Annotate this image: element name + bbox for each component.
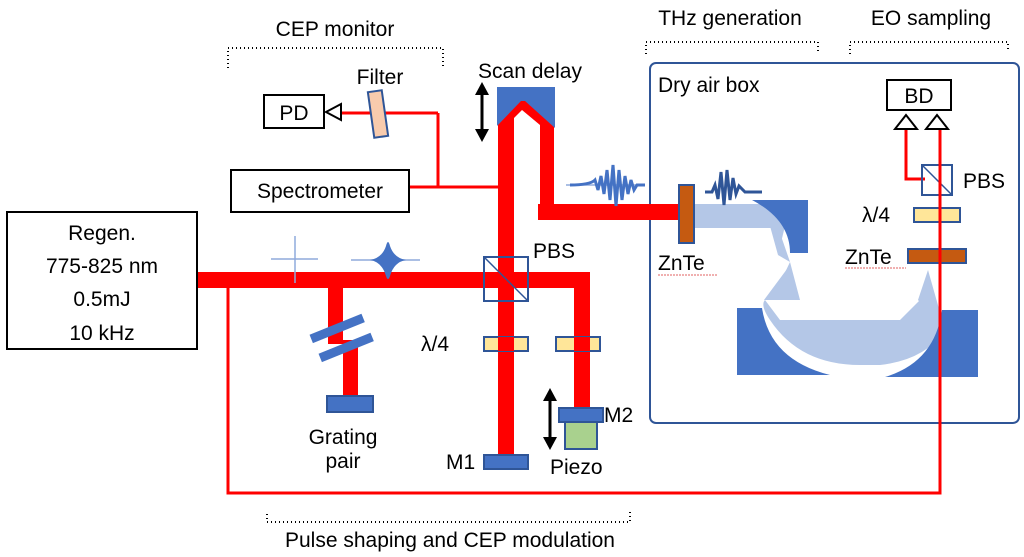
dry-air-box [649,62,1020,424]
balanced-detector-box [886,79,952,111]
m1-label: M1 [446,451,475,474]
mirror-m2 [558,407,604,423]
piezo-element [564,421,598,450]
piezo-motion-arrow-icon [543,388,557,450]
parabolic-mirror-3 [885,310,978,377]
cep-monitor-label: CEP monitor [276,18,395,41]
pbs-main [483,256,529,302]
bd-detector-1-icon [892,113,920,130]
stretched-pulse-icon [351,242,420,279]
lambda4-left-label: λ/4 [421,333,449,356]
pbs-eo [921,164,953,196]
laser-wavelength: 775-825 nm [46,255,158,278]
pd-label: PD [279,102,308,125]
grating-pair [309,313,374,363]
thz-generation-label: THz generation [658,7,802,30]
grating-end-mirror [326,395,374,413]
short-pulse-icon [566,164,645,207]
bd-detector-2-icon [923,113,951,130]
cw-cross-icon [271,236,318,283]
m2-label: M2 [604,404,633,427]
thz-beam-path [694,204,945,365]
pbs-main-label: PBS [533,240,575,263]
scan-delay-arrow-icon [475,82,489,142]
dry-air-box-label: Dry air box [658,74,760,97]
pbs-eo-label: PBS [963,170,1005,193]
cep-monitor-bracket [227,47,444,68]
grating-label: Grating [309,426,378,449]
filter-label: Filter [357,66,404,89]
znte-generation-crystal [678,184,695,244]
znte-eo-crystal [907,248,967,264]
photodiode-box [263,94,325,129]
eo-sampling-bracket [849,41,1009,54]
scan-delay-label: Scan delay [478,60,582,83]
laser-energy: 0.5mJ [73,288,130,311]
znte-gen-label: ZnTe [658,252,705,275]
spectrometer-label: Spectrometer [257,180,383,203]
laser-name: Regen. [68,222,136,245]
lambda4-eo-label: λ/4 [862,204,890,227]
pulse-shaping-bracket [266,510,631,523]
thz-waveform-icon [705,169,762,206]
mirror-m1 [483,454,529,470]
grating-pair-label: pair [325,450,360,473]
bd-label: BD [904,85,933,108]
parabolic-mirror-2 [737,308,830,375]
scan-delay-retroreflector [497,87,555,128]
regen-laser-box [6,211,198,350]
thz-generation-bracket [645,41,819,54]
spectrometer-box [230,169,410,213]
parabolic-mirror-1 [752,200,808,253]
znte-eo-label: ZnTe [845,246,892,269]
pulse-shaping-label: Pulse shaping and CEP modulation [285,529,615,552]
filter-element [366,89,390,139]
piezo-label: Piezo [550,456,603,479]
eo-sampling-label: EO sampling [871,7,991,30]
waveplate-eo [913,207,961,223]
pd-detector-icon [323,102,342,122]
laser-rep-rate: 10 kHz [69,322,134,345]
